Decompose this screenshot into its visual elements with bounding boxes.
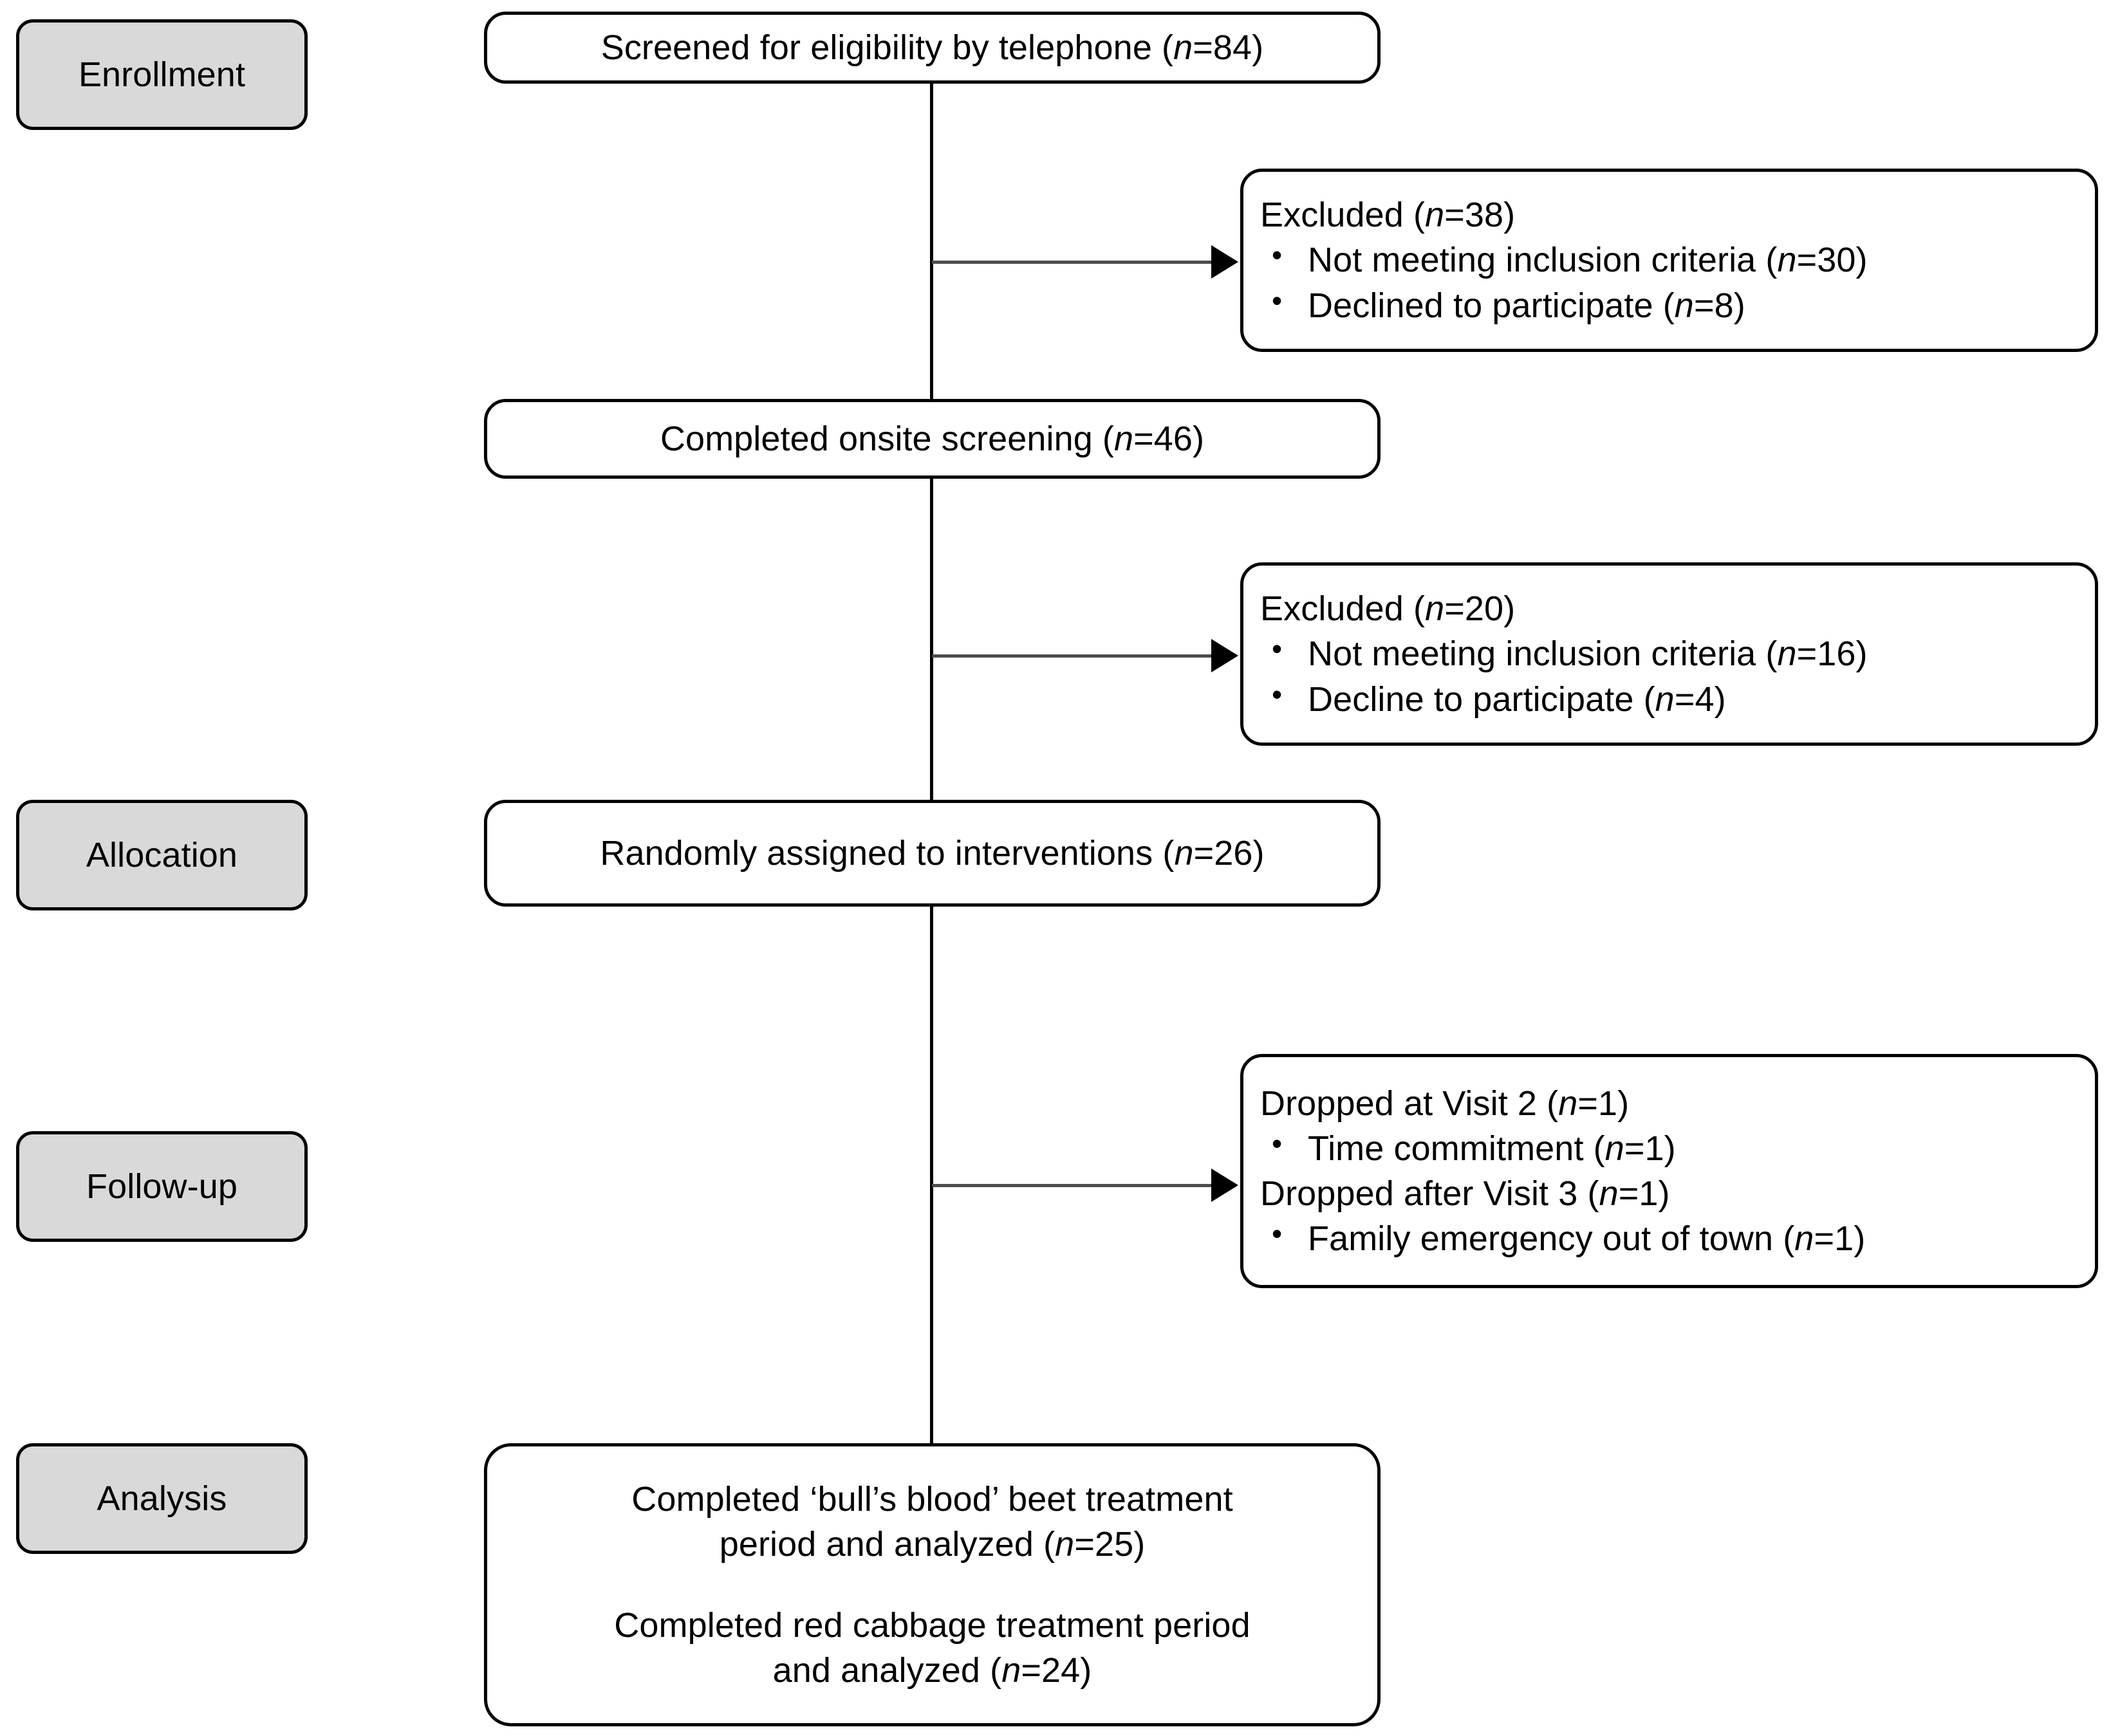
node-excluded-2-item-0: Not meeting inclusion criteria (n=16): [1260, 630, 1868, 676]
node-dropouts-item-1: Time commitment (n=1): [1260, 1125, 1676, 1171]
node-randomized-n-symbol: n: [1174, 833, 1194, 873]
node-analysis-line-4: and analyzed (n=24): [773, 1648, 1092, 1693]
arrow-head-excluded-2: [1211, 639, 1238, 672]
node-randomized-text-after: =26): [1193, 833, 1265, 873]
node-analysis-line-3: Completed red cabbage treatment period: [614, 1606, 1251, 1645]
node-onsite-n-symbol: n: [1114, 419, 1134, 458]
trunk-line-randomized-to-analysis: [930, 904, 933, 1448]
node-analysis-line-1: Completed ‘bull’s blood’ beet treatment: [631, 1479, 1233, 1519]
node-screened-n-symbol: n: [1173, 28, 1193, 67]
node-excluded-1-item-1-n-symbol: n: [1674, 286, 1694, 325]
node-excluded-1-item-1-before: Declined to participate (: [1308, 286, 1675, 325]
node-excluded-2-item-0-before: Not meeting inclusion criteria (: [1308, 634, 1778, 674]
node-dropouts-item-1-after: =1): [1624, 1129, 1676, 1168]
node-excluded-2-item-1-after: =4): [1674, 679, 1726, 719]
node-dropouts-header-1-after: =1): [1577, 1084, 1630, 1123]
node-dropouts-item-2-before: Family emergency out of town (: [1308, 1219, 1795, 1259]
stage-label-allocation: Allocation: [16, 800, 308, 910]
node-onsite-text-before: Completed onsite screening (: [660, 419, 1115, 458]
arrow-head-excluded-1: [1211, 245, 1238, 279]
node-screened-text-before: Screened for eligibility by telephone (: [600, 28, 1174, 67]
arrow-line-excluded-2: [932, 654, 1222, 658]
node-completed-onsite-screening: Completed onsite screening (n=46): [484, 399, 1381, 479]
arrow-head-dropouts: [1211, 1168, 1238, 1202]
node-excluded-after-telephone: Excluded (n=38) Not meeting inclusion cr…: [1240, 169, 2098, 352]
node-dropouts-header-2-after: =1): [1618, 1174, 1670, 1213]
node-excluded-1-item-0-n-symbol: n: [1777, 241, 1797, 280]
node-dropouts-header-1-before: Dropped at Visit 2 (: [1260, 1084, 1559, 1123]
node-excluded-1-header-n-symbol: n: [1425, 196, 1445, 235]
trunk-line-onsite-to-randomized: [930, 477, 933, 802]
node-dropouts-item-2: Family emergency out of town (n=1): [1260, 1215, 1866, 1261]
node-excluded-1-header-after: =38): [1444, 196, 1516, 235]
node-analysis-completed: Completed ‘bull’s blood’ beet treatment …: [484, 1443, 1381, 1726]
stage-label-followup: Follow-up: [16, 1131, 308, 1242]
node-excluded-1-header: Excluded (n=38): [1260, 192, 1515, 237]
node-analysis-line-2-after: =25): [1074, 1524, 1146, 1564]
node-dropouts-header-1: Dropped at Visit 2 (n=1): [1260, 1081, 1629, 1126]
node-analysis-line-4-after: =24): [1021, 1651, 1092, 1690]
stage-label-analysis: Analysis: [16, 1443, 308, 1554]
node-randomly-assigned: Randomly assigned to interventions (n=26…: [484, 800, 1381, 907]
node-excluded-1-item-0-before: Not meeting inclusion criteria (: [1308, 241, 1778, 280]
stage-label-allocation-text: Allocation: [86, 835, 238, 874]
node-analysis-line-2: period and analyzed (n=25): [720, 1522, 1146, 1567]
node-randomized-text: Randomly assigned to interventions (n=26…: [600, 831, 1264, 876]
arrow-line-dropouts: [932, 1184, 1222, 1187]
node-excluded-2-item-1-before: Decline to participate (: [1308, 679, 1655, 719]
node-analysis-line-4-n-symbol: n: [1001, 1651, 1021, 1690]
node-excluded-2-header-before: Excluded (: [1260, 589, 1426, 629]
node-dropouts-item-1-n-symbol: n: [1604, 1129, 1624, 1168]
stage-label-followup-text: Follow-up: [86, 1167, 237, 1206]
node-excluded-after-onsite: Excluded (n=20) Not meeting inclusion cr…: [1240, 562, 2098, 746]
node-excluded-1-item-1: Declined to participate (n=8): [1260, 282, 1745, 328]
stage-label-enrollment: Enrollment: [16, 19, 308, 130]
node-dropouts-item-2-n-symbol: n: [1794, 1219, 1814, 1259]
trunk-line-screened-to-onsite: [930, 82, 933, 402]
node-excluded-2-header: Excluded (n=20): [1260, 586, 1515, 631]
node-analysis-line-2-n-symbol: n: [1055, 1524, 1075, 1564]
node-dropouts-item-2-after: =1): [1814, 1219, 1866, 1259]
stage-label-enrollment-text: Enrollment: [78, 55, 246, 94]
node-dropouts-header-2: Dropped after Visit 3 (n=1): [1260, 1171, 1670, 1216]
node-excluded-1-item-0-after: =30): [1796, 241, 1868, 280]
node-excluded-2-item-0-after: =16): [1796, 634, 1868, 674]
node-onsite-text: Completed onsite screening (n=46): [660, 416, 1204, 461]
node-screened-text: Screened for eligibility by telephone (n…: [601, 25, 1264, 70]
stage-label-analysis-text: Analysis: [97, 1479, 227, 1518]
node-randomized-text-before: Randomly assigned to interventions (: [600, 833, 1175, 873]
node-excluded-2-header-after: =20): [1444, 589, 1516, 629]
node-onsite-text-after: =46): [1133, 419, 1205, 458]
node-excluded-2-item-0-n-symbol: n: [1777, 634, 1797, 674]
node-excluded-1-item-0: Not meeting inclusion criteria (n=30): [1260, 236, 1868, 282]
node-analysis-line-4-before: and analyzed (: [772, 1651, 1002, 1690]
node-screened-for-eligibility: Screened for eligibility by telephone (n…: [484, 12, 1381, 84]
node-excluded-2-item-1: Decline to participate (n=4): [1260, 676, 1726, 722]
node-dropouts-followup: Dropped at Visit 2 (n=1) Time commitment…: [1240, 1054, 2098, 1288]
node-excluded-2-header-n-symbol: n: [1425, 589, 1445, 629]
node-dropouts-header-2-n-symbol: n: [1599, 1174, 1619, 1213]
node-excluded-1-item-1-after: =8): [1693, 286, 1745, 325]
node-dropouts-header-1-n-symbol: n: [1558, 1084, 1578, 1123]
node-analysis-line-2-before: period and analyzed (: [719, 1524, 1055, 1564]
arrow-line-excluded-1: [932, 261, 1222, 264]
node-screened-text-after: =84): [1193, 28, 1264, 67]
node-excluded-1-header-before: Excluded (: [1260, 196, 1426, 235]
node-dropouts-item-1-before: Time commitment (: [1308, 1129, 1605, 1168]
node-dropouts-header-2-before: Dropped after Visit 3 (: [1260, 1174, 1599, 1213]
node-excluded-2-item-1-n-symbol: n: [1655, 679, 1675, 719]
